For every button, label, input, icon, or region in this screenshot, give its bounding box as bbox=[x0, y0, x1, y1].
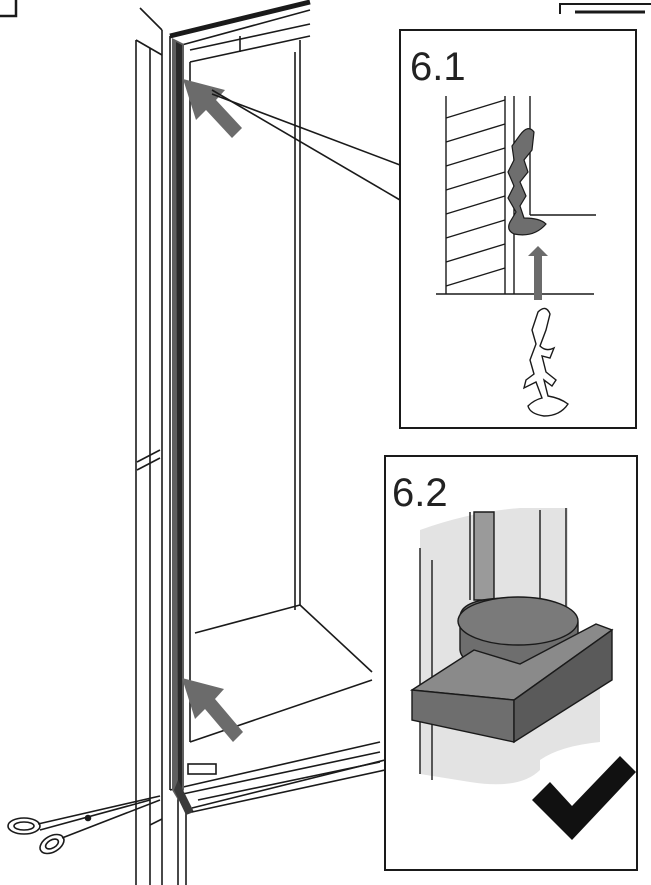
frame-corner bbox=[0, 0, 18, 18]
checkmark-icon bbox=[532, 756, 636, 840]
panel-6-1: 6.1 bbox=[399, 29, 637, 429]
panel-6-2: 6.2 bbox=[384, 455, 638, 871]
base-block-side bbox=[513, 628, 613, 744]
frame-corner-right bbox=[559, 3, 651, 14]
hatched-wall bbox=[436, 96, 596, 295]
panel-label-6-1: 6.1 bbox=[410, 45, 466, 89]
seal-profile-loose bbox=[522, 307, 569, 417]
door-seal bbox=[172, 38, 194, 815]
arrow-icon bbox=[528, 246, 548, 300]
arrow-icon bbox=[183, 79, 242, 138]
callout-lines bbox=[191, 89, 401, 813]
panel-label-6-2: 6.2 bbox=[392, 471, 448, 515]
seal-post bbox=[473, 511, 495, 601]
seal-profile-installed bbox=[507, 128, 547, 236]
arrow-icon-lower bbox=[182, 678, 243, 742]
scissors-icon bbox=[7, 795, 161, 855]
